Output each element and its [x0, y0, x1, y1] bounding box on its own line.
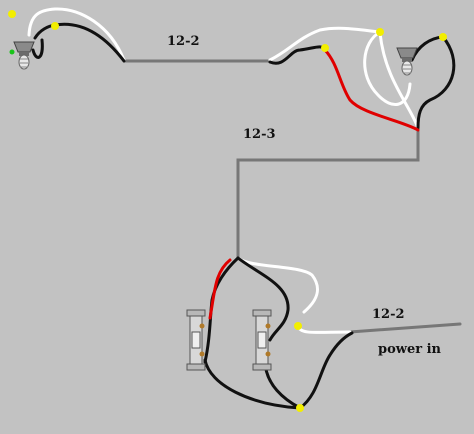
white-wire-top-cable-right [268, 26, 382, 62]
light-bulb-icon [13, 41, 35, 70]
wire-nuts [8, 10, 447, 412]
black-wire-switch-mid [236, 256, 290, 342]
black-wire-left-lamp-tail [31, 38, 44, 59]
white-wire-power [296, 324, 352, 334]
wire-nut-icon [294, 322, 302, 330]
cable-label-top: 12-2 [167, 34, 200, 49]
light-switch-icon [252, 309, 272, 371]
black-wire-left-lamp [33, 22, 126, 63]
ground-screw-icon [9, 49, 15, 55]
white-wire-cable-down [378, 31, 420, 130]
cable-12-2-power [348, 322, 462, 334]
wire-nut-icon [439, 33, 447, 41]
red-wires [208, 48, 420, 320]
black-wire-power-return [298, 331, 354, 410]
cable-label-bottom: 12-2 [372, 307, 405, 322]
power-in-label: power in [378, 342, 442, 357]
light-bulb-icon [396, 47, 418, 76]
light-switch-icon [186, 309, 206, 371]
wire-nut-icon [321, 44, 329, 52]
wire-nut-icon [8, 10, 16, 18]
white-wire-left-lamp [27, 7, 126, 62]
cable-12-3 [236, 126, 420, 260]
red-wire-switch [208, 258, 232, 320]
wire-nut-icon [51, 22, 59, 30]
white-wires [27, 7, 420, 334]
red-wire-top [323, 48, 420, 132]
black-wire-right-loop [416, 35, 456, 130]
wire-nut-icon [296, 404, 304, 412]
black-wire-bottom-loop [203, 358, 302, 410]
cable-label-middle: 12-3 [243, 127, 276, 142]
wire-nut-icon [376, 28, 384, 36]
cables [122, 59, 462, 334]
white-wire-switch-box [236, 256, 320, 314]
